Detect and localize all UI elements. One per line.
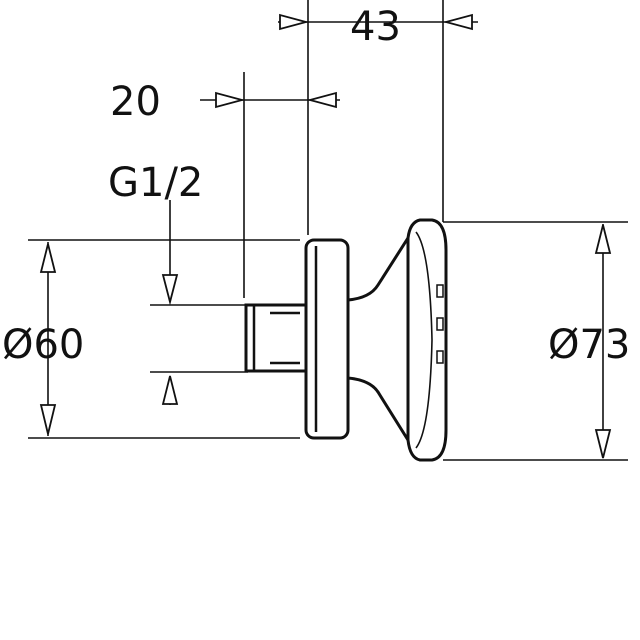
arrow-60-bottom — [39, 404, 57, 435]
label-thread: G1/2 — [108, 160, 203, 206]
arrow-20-left — [215, 91, 246, 109]
nozzle-2 — [436, 317, 444, 331]
shower-head — [406, 218, 448, 462]
arrow-73-top — [594, 224, 612, 254]
label-diameter-60: Ø60 — [2, 322, 84, 368]
arrow-60-top — [39, 243, 57, 273]
arrow-thread-bottom — [161, 375, 179, 405]
shower-head-contour — [415, 231, 433, 449]
arrow-73-bottom — [594, 429, 612, 459]
nozzle-1 — [436, 284, 444, 298]
flange — [304, 238, 350, 440]
arrow-thread-top — [161, 274, 179, 306]
label-43: 43 — [350, 4, 401, 50]
nozzle-3 — [436, 350, 444, 364]
thread-stub — [244, 303, 308, 373]
arrow-43-right — [442, 13, 473, 31]
arrow-20-right — [306, 91, 337, 109]
label-diameter-73: Ø73 — [548, 322, 630, 368]
arrow-43-left — [279, 13, 310, 31]
label-20: 20 — [110, 79, 161, 125]
neck — [346, 232, 410, 446]
